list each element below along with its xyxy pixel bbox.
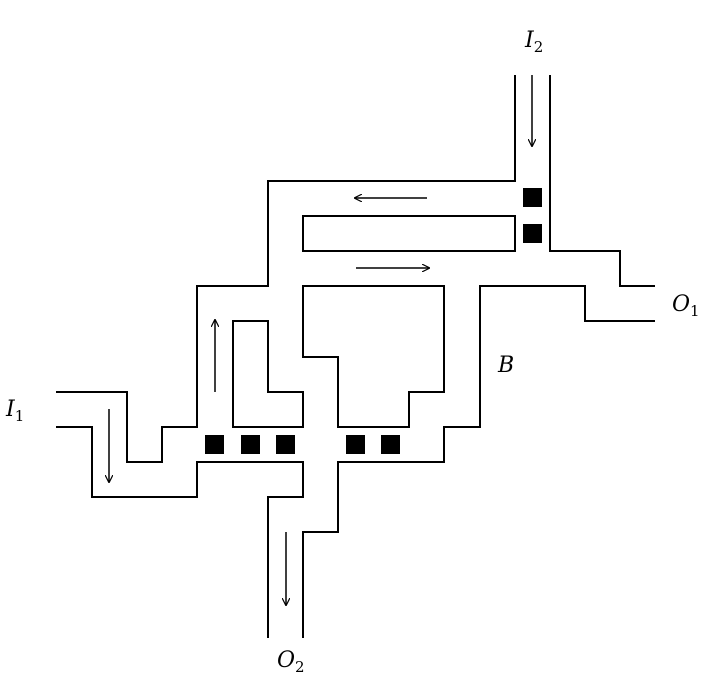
valve-square	[241, 435, 260, 454]
valve-square	[381, 435, 400, 454]
valve-square	[523, 188, 542, 207]
l-shaped-block	[232, 320, 304, 428]
label-input-2: I2	[525, 28, 544, 56]
wall-o1-lower	[302, 285, 655, 638]
valve-square	[205, 435, 224, 454]
label-output-1: O1	[672, 292, 700, 320]
wall-i1-lower	[56, 426, 304, 638]
label-region-b: B	[498, 353, 515, 378]
t-shaped-block	[302, 285, 445, 428]
label-output-2: O2	[277, 648, 305, 676]
middle-bar-block	[302, 215, 516, 252]
label-input-1: I1	[6, 397, 25, 425]
valve-square	[346, 435, 365, 454]
wall-i2-right	[549, 75, 655, 287]
wall-outer-upper	[56, 75, 516, 463]
valve-square	[523, 224, 542, 243]
valve-square	[276, 435, 295, 454]
